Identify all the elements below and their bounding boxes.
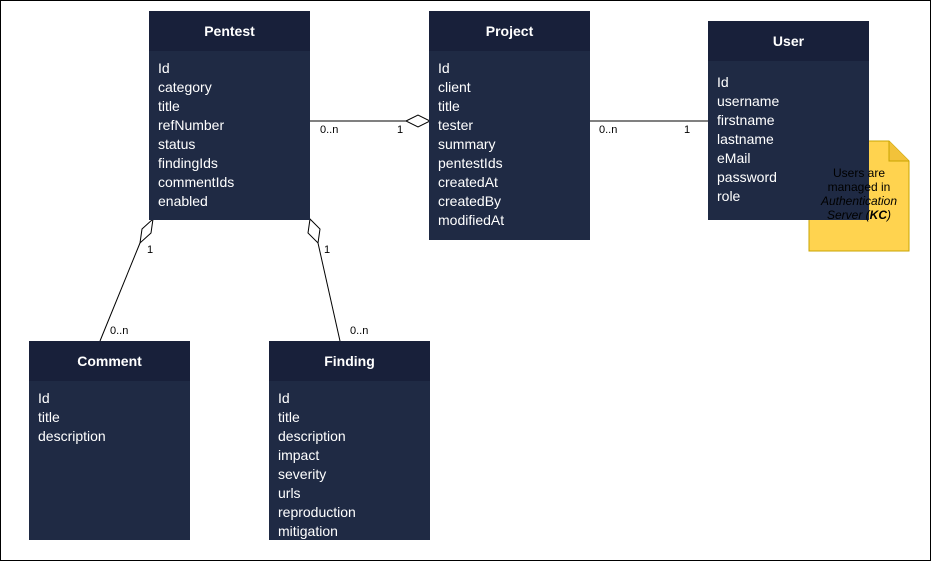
note-line: Users are [832, 166, 885, 180]
field: description [38, 428, 106, 444]
multiplicity-label: 1 [147, 244, 154, 256]
field: status [158, 136, 196, 152]
field: title [158, 98, 180, 114]
field: impact [278, 447, 320, 463]
entity-title: Finding [269, 341, 430, 381]
note-fold [888, 141, 909, 162]
pentest-finding-link [317, 242, 341, 342]
field: lastname [717, 131, 774, 147]
entity-user[interactable]: User Id username firstname lastname eMai… [708, 21, 869, 220]
field: category [158, 79, 212, 95]
entity-title: User [708, 21, 869, 61]
multiplicity-label: 1 [397, 124, 404, 136]
field: username [717, 93, 780, 109]
field: description [278, 428, 346, 444]
field: tester [438, 117, 474, 133]
field-list: Id category title refNumber status findi… [149, 51, 310, 211]
entity-comment[interactable]: Comment Id title description [29, 341, 190, 540]
entity-finding[interactable]: Finding Id title description impact seve… [269, 341, 430, 540]
multiplicity-label: 0..n [599, 124, 618, 136]
note-text: Users are managed in Authentication Serv… [809, 166, 909, 222]
note-line: Server (KC) [809, 208, 909, 222]
field: title [38, 409, 60, 425]
field: createdBy [438, 193, 502, 209]
field: Id [438, 60, 450, 76]
entity-project[interactable]: Project Id client title tester summary p… [429, 11, 590, 240]
field: enabled [158, 193, 208, 209]
field: Id [278, 390, 290, 406]
field: client [438, 79, 471, 95]
entity-pentest[interactable]: Pentest Id category title refNumber stat… [149, 11, 310, 220]
entity-title: Pentest [149, 11, 310, 51]
field: title [438, 98, 460, 114]
note-line-part: KC [869, 208, 888, 222]
field: title [278, 409, 300, 425]
note-line: managed in [827, 180, 891, 194]
field: commentIds [158, 174, 235, 190]
field: summary [438, 136, 496, 152]
note-line: Authentication [820, 194, 898, 208]
field: role [717, 188, 741, 204]
field: reproduction [278, 504, 356, 520]
field: pentestIds [438, 155, 503, 171]
field: mitigation [278, 523, 338, 539]
aggregation-diamond-comment [139, 217, 154, 245]
note-line-part: Server ( [826, 208, 870, 222]
field: eMail [717, 150, 751, 166]
field: password [717, 169, 777, 185]
multiplicity-label: 0..n [320, 124, 339, 136]
field: findingIds [158, 155, 218, 171]
multiplicity-label: 1 [324, 244, 331, 256]
multiplicity-label: 1 [684, 124, 691, 136]
field: Id [38, 390, 50, 406]
field: firstname [717, 112, 775, 128]
entity-title: Comment [29, 341, 190, 381]
field: refNumber [158, 117, 225, 133]
field: createdAt [438, 174, 498, 190]
field-list: Id title description impact severity url… [269, 381, 430, 541]
field-list: Id title description [29, 381, 190, 446]
entity-title: Project [429, 11, 590, 51]
multiplicity-label: 0..n [350, 325, 369, 337]
aggregation-diamond-project [404, 114, 432, 128]
field: modifiedAt [438, 212, 505, 228]
field-list: Id client title tester summary pentestId… [429, 51, 590, 230]
field: Id [158, 60, 170, 76]
aggregation-diamond-finding [307, 217, 321, 245]
field-list: Id username firstname lastname eMail pas… [708, 61, 869, 206]
field: Id [717, 74, 729, 90]
field: urls [278, 485, 301, 501]
note-line-part: ) [887, 208, 892, 222]
field: severity [278, 466, 327, 482]
pentest-comment-link [99, 242, 141, 342]
multiplicity-label: 0..n [110, 325, 129, 337]
